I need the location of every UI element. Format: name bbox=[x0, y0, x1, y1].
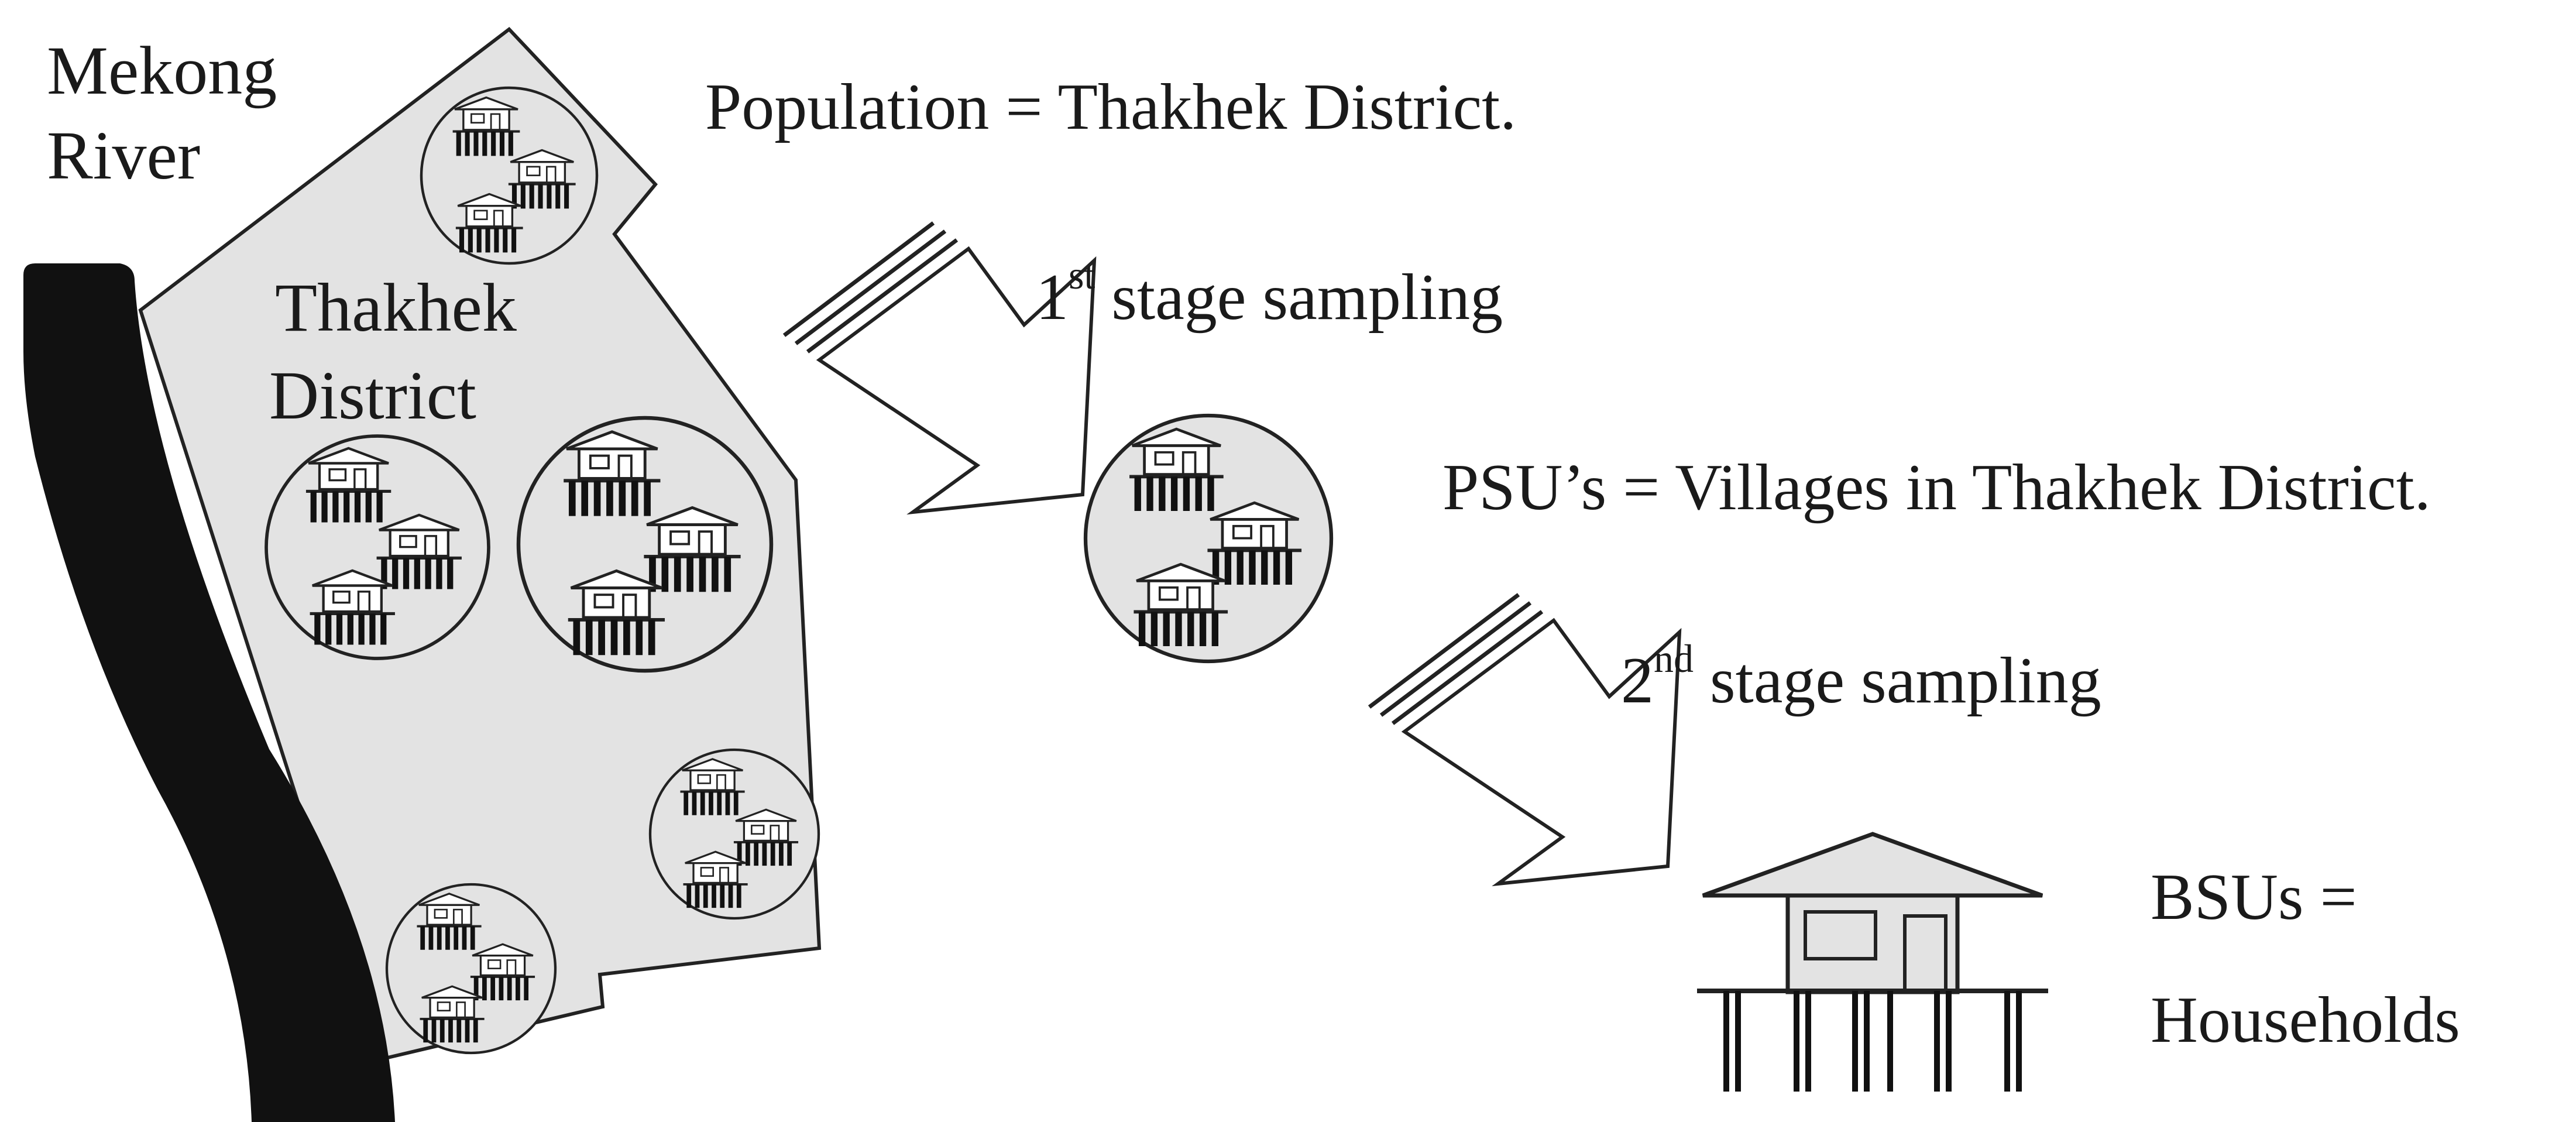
village-icon bbox=[387, 884, 555, 1053]
psu-village-icon bbox=[1086, 416, 1331, 661]
psu-label: PSU’s = Villages in Thakhek District. bbox=[1442, 451, 2431, 524]
household-icon bbox=[1697, 832, 2048, 1092]
district-label-line1: Thakhek bbox=[275, 269, 517, 346]
population-label: Population = Thakhek District. bbox=[705, 71, 1516, 143]
village-icon bbox=[421, 88, 597, 263]
village-icon bbox=[518, 418, 771, 671]
bsu-label-line1: BSUs = bbox=[2151, 861, 2357, 934]
stage2-number: 2 bbox=[1621, 644, 1654, 717]
river-label-line2: River bbox=[47, 117, 200, 194]
district-label-line2: District bbox=[269, 357, 476, 434]
stage2-superscript: nd bbox=[1654, 636, 1694, 681]
stage2-arrow-icon bbox=[1369, 595, 1679, 884]
stage1-text: stage sampling bbox=[1095, 261, 1503, 334]
stage2-text: stage sampling bbox=[1694, 644, 2101, 717]
bsu-label-line2: Households bbox=[2151, 984, 2460, 1056]
village-icon bbox=[266, 436, 489, 658]
river-label-line1: Mekong bbox=[47, 32, 277, 109]
stage2-label: 2nd stage sampling bbox=[1621, 636, 2101, 717]
stage1-number: 1 bbox=[1036, 261, 1069, 334]
stage1-superscript: st bbox=[1069, 253, 1095, 297]
village-icon bbox=[650, 750, 819, 918]
stage1-label: 1st stage sampling bbox=[1036, 253, 1503, 334]
mekong-river bbox=[23, 263, 395, 1122]
